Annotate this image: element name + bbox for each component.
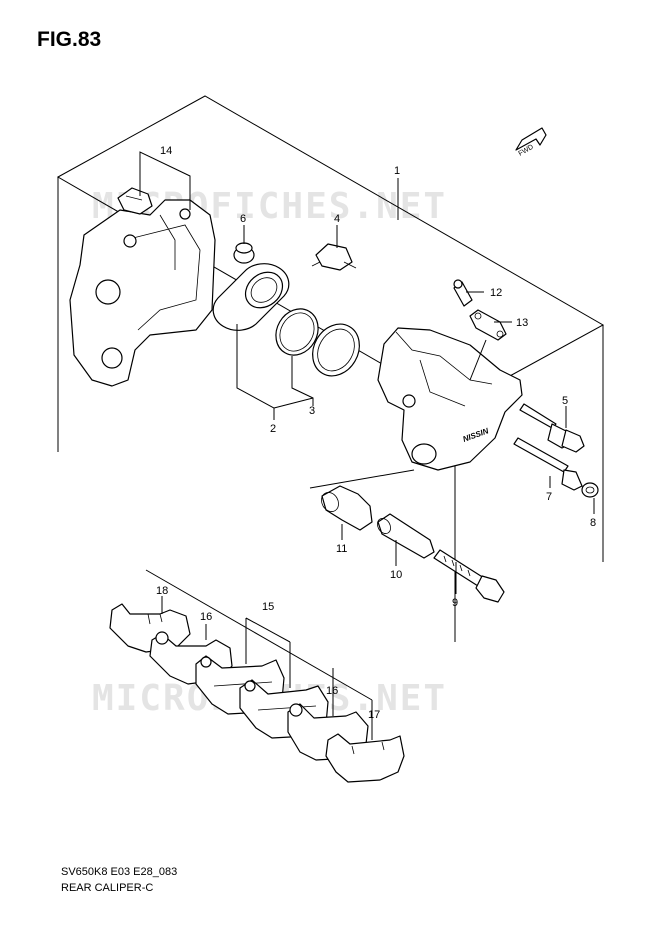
callout-7: 7 [546,491,552,503]
callout-10: 10 [390,569,402,581]
pad-spring [311,243,357,271]
leader-15-bar [245,617,291,643]
callout-1: 1 [394,165,400,177]
callout-17: 17 [368,709,380,721]
callout-15: 15 [262,601,274,613]
leader-13-down [469,339,487,381]
fwd-arrow-icon: FWD [515,127,547,158]
footer-caption: REAR CALIPER-C [61,882,154,894]
bleeder-cap [233,242,255,264]
pin-cap [581,482,599,498]
mounting-bolt [433,549,505,603]
caliper-piston [212,263,290,331]
bleeder-screw [453,279,473,307]
leader-2 [236,324,275,420]
callout-3: 3 [309,405,315,417]
callout-16b: 16 [326,685,338,697]
callout-5: 5 [562,395,568,407]
pin-boot [321,485,373,531]
caliper-plate [469,309,507,341]
callout-4: 4 [334,213,340,225]
callout-9: 9 [452,597,458,609]
brake-pad-shim-18 [109,603,191,653]
callout-18: 18 [156,585,168,597]
callout-14: 14 [160,145,172,157]
pad-retainer-clip [117,187,153,215]
callout-6: 6 [240,213,246,225]
callout-12: 12 [490,287,502,299]
dust-seal [312,323,360,377]
callout-13: 13 [516,317,528,329]
callout-8: 8 [590,517,596,529]
caliper-pin-bolt-upper [519,403,585,453]
leader-2-3-bar [273,397,314,409]
brake-pad-shim-17 [325,733,405,783]
caliper-bracket [69,199,216,387]
pads-box-top [145,569,373,701]
figure-title: FIG.83 [37,28,102,51]
caliper-body: NISSIN [377,327,523,471]
leader-11-top [309,469,415,489]
footer-code: SV650K8 E03 E28_083 [61,866,178,878]
leader-3 [291,356,314,406]
leader-14 [139,151,191,210]
piston-seal [275,308,319,356]
callout-11: 11 [336,543,347,555]
slide-pin [513,437,583,491]
pin-sleeve [377,513,435,559]
callout-2: 2 [270,423,276,435]
callout-16a: 16 [200,611,212,623]
